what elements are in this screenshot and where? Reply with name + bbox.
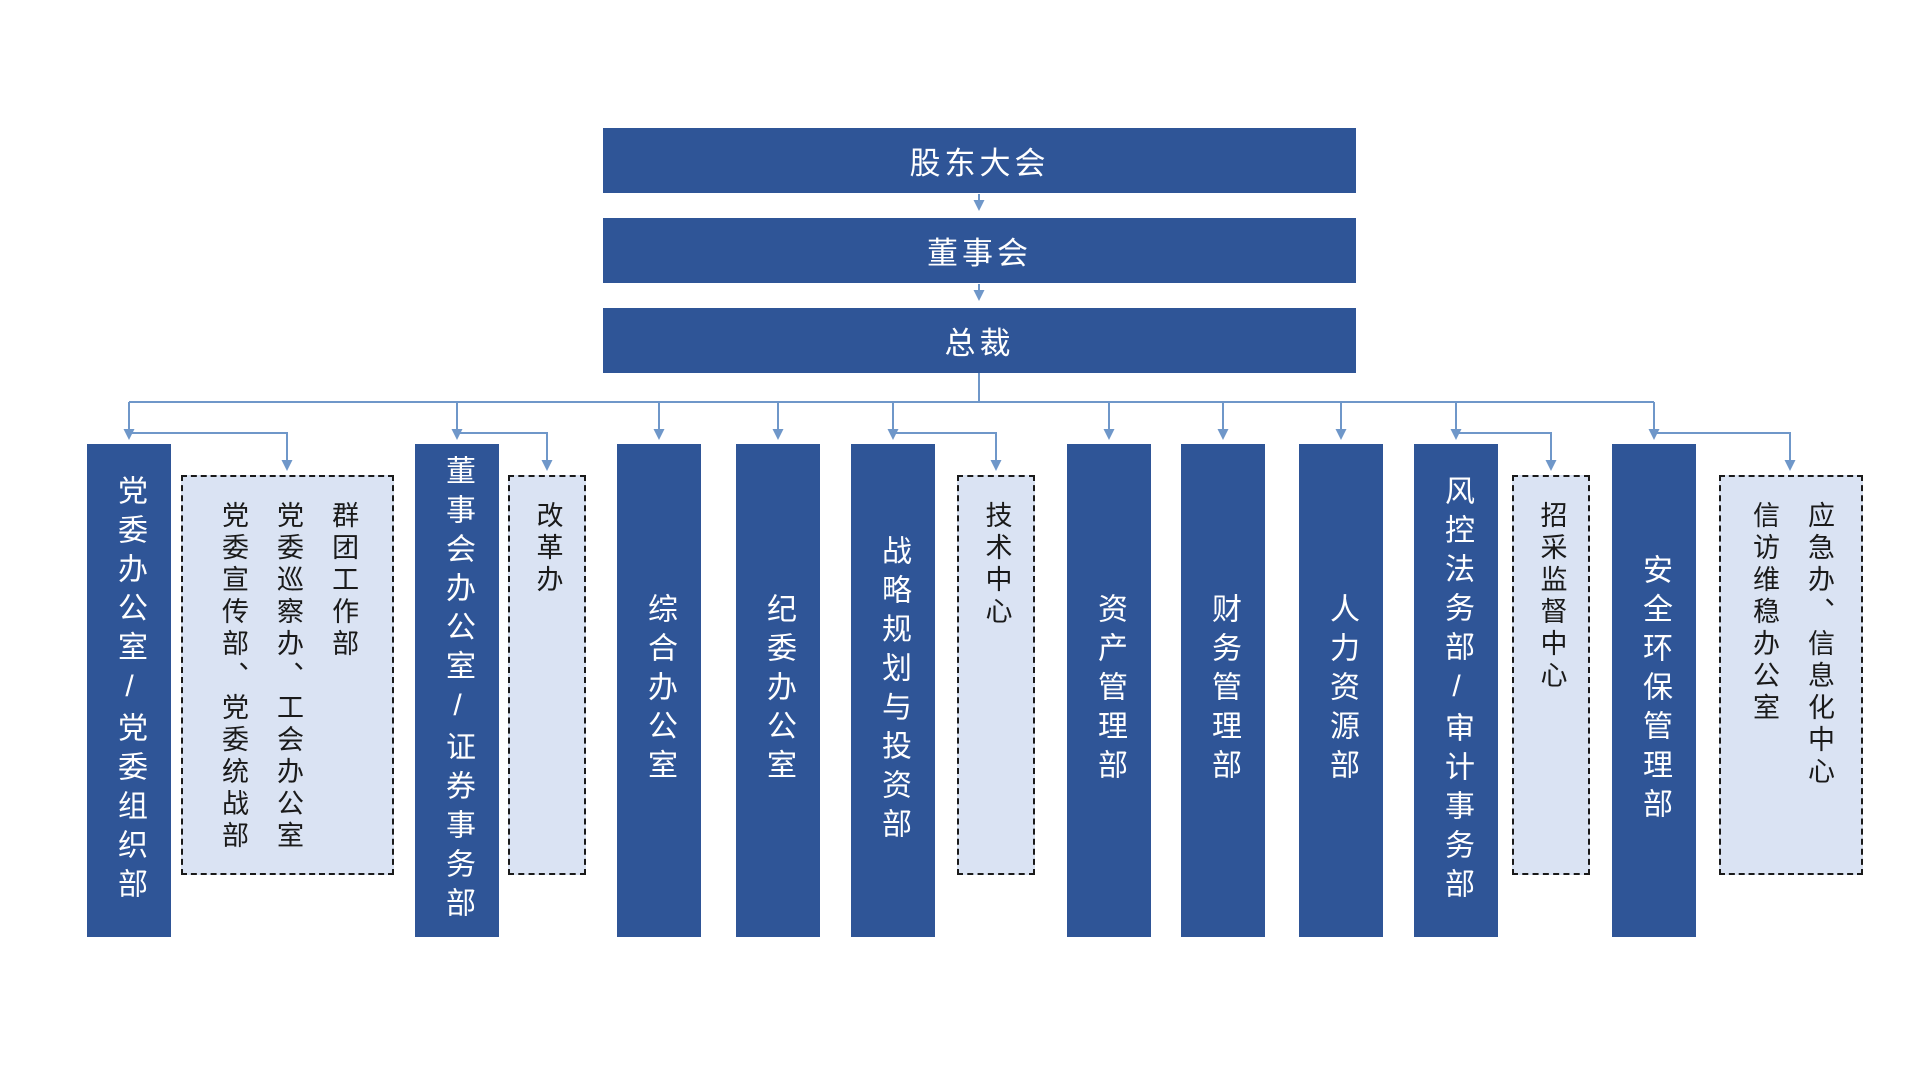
dept-label: 纪委办公室 bbox=[762, 593, 795, 788]
node-president: 总裁 bbox=[603, 308, 1356, 373]
node-label: 股东大会 bbox=[909, 146, 1050, 181]
node-board-of-directors: 董事会 bbox=[603, 218, 1356, 283]
connector-line bbox=[457, 432, 553, 471]
group-procurement-supervision-center: 招采监督中心 bbox=[1512, 475, 1590, 875]
group-column-label: 党委宣传部、党委统战部 bbox=[217, 501, 248, 853]
dept-asset-management: 资产管理部 bbox=[1067, 444, 1151, 937]
dept-label: 财务管理部 bbox=[1207, 593, 1240, 788]
node-label: 总裁 bbox=[944, 326, 1015, 361]
dept-label: 风控法务部/审计事务部 bbox=[1440, 474, 1473, 907]
group-reform-office: 改革办 bbox=[508, 475, 586, 875]
dept-strategic-planning-investment: 战略规划与投资部 bbox=[851, 444, 935, 937]
dept-board-office-securities-affairs: 董事会办公室/证券事务部 bbox=[415, 444, 499, 937]
group-column-label: 党委巡察办、工会办公室 bbox=[273, 501, 304, 853]
dept-label: 人力资源部 bbox=[1325, 593, 1358, 788]
dept-discipline-committee-office: 纪委办公室 bbox=[736, 444, 820, 937]
group-column-label: 改革办 bbox=[532, 501, 563, 597]
group-petition-emergency-informatization: 信访维稳办公室 应急办、信息化中心 bbox=[1719, 475, 1863, 875]
group-column-label: 技术中心 bbox=[981, 501, 1012, 629]
connector-line bbox=[893, 432, 1002, 471]
group-column-label: 招采监督中心 bbox=[1536, 501, 1567, 693]
node-shareholders-meeting: 股东大会 bbox=[603, 128, 1356, 193]
dept-financial-management: 财务管理部 bbox=[1181, 444, 1265, 937]
dept-general-office: 综合办公室 bbox=[617, 444, 701, 937]
dept-label: 资产管理部 bbox=[1093, 593, 1126, 788]
dept-label: 党委办公室/党委组织部 bbox=[113, 474, 146, 907]
dept-risk-control-legal-audit: 风控法务部/审计事务部 bbox=[1414, 444, 1498, 937]
connector-line bbox=[1456, 432, 1557, 471]
group-column-label: 群团工作部 bbox=[328, 501, 359, 661]
group-technology-center: 技术中心 bbox=[957, 475, 1035, 875]
dept-safety-environment-management: 安全环保管理部 bbox=[1612, 444, 1696, 937]
dept-label: 安全环保管理部 bbox=[1638, 554, 1671, 827]
dept-label: 董事会办公室/证券事务部 bbox=[441, 455, 474, 926]
group-party-affiliated-departments: 党委宣传部、党委统战部 党委巡察办、工会办公室 群团工作部 bbox=[181, 475, 394, 875]
dept-human-resources: 人力资源部 bbox=[1299, 444, 1383, 937]
group-column-label: 应急办、信息化中心 bbox=[1804, 501, 1835, 789]
dept-label: 综合办公室 bbox=[643, 593, 676, 788]
connector-line bbox=[1654, 432, 1796, 471]
group-column-label: 信访维稳办公室 bbox=[1749, 501, 1779, 725]
node-label: 董事会 bbox=[927, 236, 1032, 271]
dept-label: 战略规划与投资部 bbox=[877, 534, 910, 847]
connector-line bbox=[129, 432, 293, 471]
dept-party-committee-office-organization: 党委办公室/党委组织部 bbox=[87, 444, 171, 937]
